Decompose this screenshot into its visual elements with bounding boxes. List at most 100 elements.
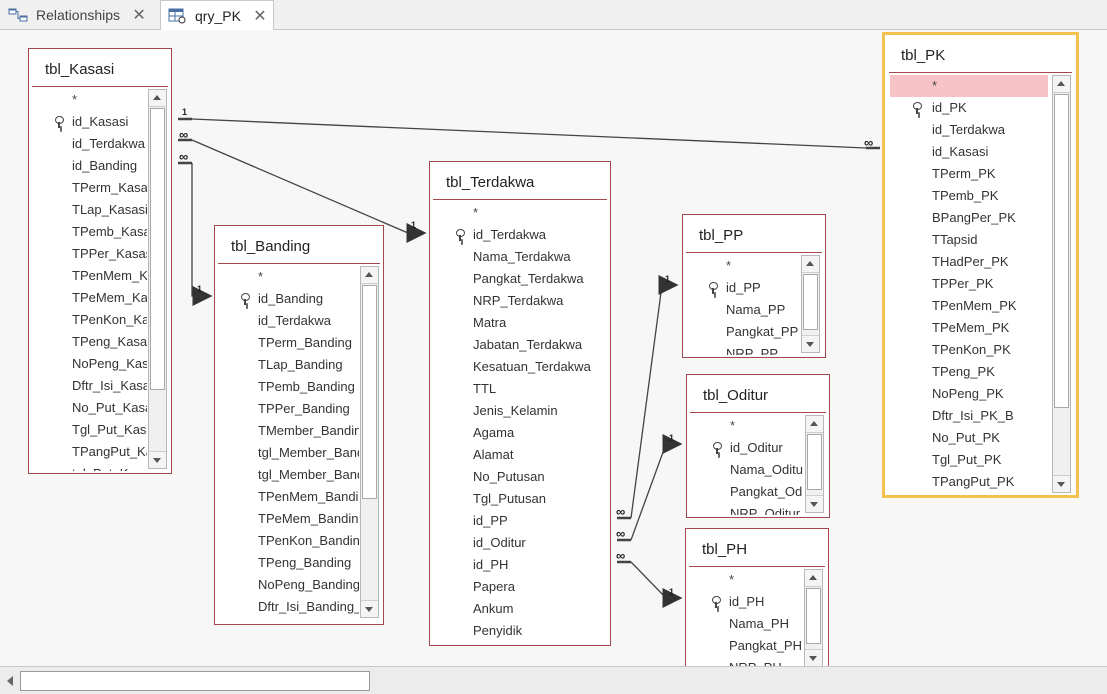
field-item[interactable]: TPeng_Kasasi [29,331,147,353]
field-item[interactable]: TPeMem_Banding [215,508,359,530]
field-item[interactable]: Pangkat_Terdakwa [430,268,606,290]
field-item[interactable]: id_Terdakwa [890,119,1048,141]
field-item[interactable]: THadPer_PK [890,251,1048,273]
table-title[interactable]: tbl_Terdakwa [446,174,535,191]
field-item[interactable]: TPeMem_Kasasi [29,287,147,309]
field-item[interactable]: id_PH [430,554,606,576]
field-item[interactable]: NRP_PP [683,343,799,355]
table-title[interactable]: tbl_Oditur [703,387,769,404]
scroll-up-icon[interactable] [149,90,166,107]
field-item[interactable]: NRP_Oditur [687,503,803,515]
field-item[interactable]: TPerm_Banding [215,332,359,354]
close-icon[interactable]: ✕ [132,7,146,24]
field-item[interactable]: Nama_Oditur [687,459,803,481]
scroll-thumb[interactable] [803,274,818,330]
field-item[interactable]: No_Put_PK [890,427,1048,449]
field-item[interactable]: Matra [430,312,606,334]
field-item[interactable]: Tgl_Put_Kasasi [29,419,147,441]
field-item[interactable]: TPPer_PK [890,273,1048,295]
field-item[interactable]: TPangPut_Kasasi [29,441,147,463]
field-item[interactable]: BPangPer_PK [890,207,1048,229]
field-item[interactable]: id_Kasasi [890,141,1048,163]
scroll-up-icon[interactable] [806,416,823,433]
tab-qry-pk[interactable]: qry_PK ✕ [160,0,274,31]
scroll-thumb[interactable] [807,434,822,490]
field-all-columns[interactable]: * [215,266,359,288]
field-item[interactable]: Pangkat_PP [683,321,799,343]
scroll-down-icon[interactable] [802,335,819,352]
field-item[interactable]: TPerm_Kasasi [29,177,147,199]
field-item[interactable]: tgl_Put_Kasasi [29,463,147,471]
vertical-scrollbar[interactable] [1052,75,1071,493]
field-item[interactable]: Pangkat_PH [686,635,802,657]
field-item[interactable]: id_Banding [29,155,147,177]
scroll-down-icon[interactable] [805,649,822,666]
field-all-columns[interactable]: * [890,75,1048,97]
scroll-thumb[interactable] [20,671,370,691]
field-item[interactable]: TPenMem_Kasasi [29,265,147,287]
field-item[interactable]: Nama_PP [683,299,799,321]
field-item[interactable]: TPenMem_PK [890,295,1048,317]
field-item[interactable]: NoPeng_Kasasi [29,353,147,375]
field-item[interactable]: Agama [430,422,606,444]
scroll-left-icon[interactable] [2,673,18,689]
field-item[interactable]: id_PH [686,591,802,613]
field-item[interactable]: Jenis_Kelamin [430,400,606,422]
field-item[interactable]: Papera [430,576,606,598]
field-item[interactable]: No_Put_Kasasi [29,397,147,419]
field-item[interactable]: id_Terdakwa [29,133,147,155]
scroll-thumb[interactable] [362,285,377,499]
table-title[interactable]: tbl_PK [901,47,946,64]
field-item[interactable]: TLap_Banding [215,354,359,376]
field-item[interactable]: Jabatan_Terdakwa [430,334,606,356]
field-item[interactable]: Dftr_Isi_Banding_A [215,596,359,618]
field-item[interactable]: TPangPut_PK [890,471,1048,493]
field-item[interactable]: TPPer_Banding [215,398,359,420]
field-item[interactable]: id_Oditur [687,437,803,459]
field-item[interactable]: Dftr_Isi_Kasasi [29,375,147,397]
field-item[interactable]: No_Putusan [430,466,606,488]
scroll-thumb[interactable] [1054,94,1069,408]
vertical-scrollbar[interactable] [801,255,820,353]
table-title[interactable]: tbl_PH [702,541,748,558]
field-item[interactable]: NRP_Terdakwa [430,290,606,312]
field-item[interactable]: NoPeng_Banding [215,574,359,596]
field-all-columns[interactable]: * [430,202,606,224]
scroll-thumb[interactable] [150,108,165,390]
field-item[interactable]: id_Kasasi [29,111,147,133]
scroll-down-icon[interactable] [1053,475,1070,492]
field-item[interactable]: TPemb_Banding [215,376,359,398]
scroll-down-icon[interactable] [806,495,823,512]
field-item[interactable]: tgl_Member_Banding [215,464,359,486]
scroll-up-icon[interactable] [361,267,378,284]
field-item[interactable]: TTapsid [890,229,1048,251]
field-item[interactable]: Tgl_Putusan [430,488,606,510]
scroll-down-icon[interactable] [149,451,166,468]
field-item[interactable]: TPenKon_PK [890,339,1048,361]
field-item[interactable]: TLap_Kasasi [29,199,147,221]
field-item[interactable]: Alamat [430,444,606,466]
field-item[interactable]: Tgl_Put_PK [890,449,1048,471]
field-item[interactable]: NoPeng_PK [890,383,1048,405]
vertical-scrollbar[interactable] [148,89,167,469]
scroll-thumb[interactable] [806,588,821,644]
field-item[interactable]: id_Oditur [430,532,606,554]
field-item[interactable]: TTL [430,378,606,400]
field-item[interactable]: Nama_PH [686,613,802,635]
table-title[interactable]: tbl_Banding [231,238,311,255]
scroll-up-icon[interactable] [1053,76,1070,93]
query-design-canvas[interactable]: 1 ∞ ∞ ∞ 1 1 ∞ ∞ ∞ 1 1 1 tbl_Kasasi *id_K… [0,30,1107,666]
scroll-up-icon[interactable] [805,570,822,587]
field-item[interactable]: id_PP [683,277,799,299]
field-item[interactable]: NRP_PH [686,657,802,666]
field-all-columns[interactable]: * [687,415,803,437]
field-item[interactable]: TPeMem_PK [890,317,1048,339]
field-item[interactable]: id_PK [890,97,1048,119]
field-item[interactable]: TPPer_Kasasi [29,243,147,265]
vertical-scrollbar[interactable] [360,266,379,618]
field-item[interactable]: TMember_Banding [215,420,359,442]
